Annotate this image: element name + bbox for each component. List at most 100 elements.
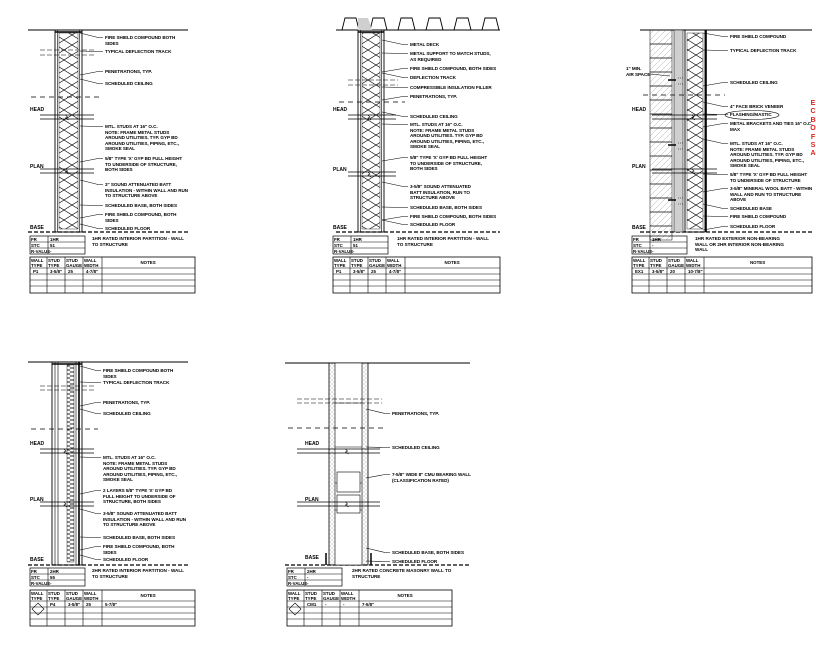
annotation-label: 3-5/8" SOUND ATTENUATED BATT INSULATION … (103, 511, 187, 528)
leader-line (79, 125, 103, 127)
leader-line (79, 204, 103, 206)
leader-line (79, 32, 103, 38)
annotation-label: PENETRATIONS, TYP. (392, 411, 439, 416)
notes-table (29, 589, 196, 627)
info-table (286, 567, 343, 587)
notes-table-cell: 3-5/8" (68, 601, 81, 607)
brick-course (649, 29, 673, 45)
annotation-label: SCHEDULED CEILING (105, 81, 153, 86)
stud-wall (684, 29, 706, 233)
annotation-label: SCHEDULED BASE, BOTH SIDES (105, 203, 177, 208)
leader-line (381, 181, 408, 187)
annotation-label: METAL BRACKETS AND TIES 16" O.C. MAX (730, 121, 813, 132)
break-symbol (63, 501, 68, 508)
annotation-label: DEFLECTION TRACK (410, 75, 456, 80)
notes-table-header: WALL TYPE (334, 257, 347, 268)
notes-table-cell: P1 (33, 268, 39, 274)
annotation-label: 3-5/8" MINERAL WOOL BATT - WITHIN WALL A… (730, 186, 813, 203)
leader-line (381, 123, 408, 125)
info-table (29, 567, 86, 587)
leader-line (381, 72, 408, 78)
info-value: - (307, 574, 309, 580)
notes-table-header: WALL TYPE (633, 257, 646, 268)
info-value: - (652, 242, 654, 248)
wall-type-description: 1HR RATED INTERIOR PARTITION - WALL TO S… (397, 236, 489, 247)
side-note-letter: O (810, 125, 816, 133)
break-symbol (344, 448, 349, 455)
notes-table-cell: 25 (371, 268, 376, 274)
notes-table-cell: 4-7/8" (86, 268, 99, 274)
leader-line (79, 381, 101, 383)
annotation-label: MTL. STUDS AT 16" O.C. NOTE: FRAME METAL… (410, 122, 484, 150)
leader-line (365, 474, 390, 479)
leader-line (381, 39, 408, 45)
leader-line (79, 490, 101, 495)
annotation-label: COMPRESSIBLE INSULATION FILLER (410, 85, 492, 90)
leader-line (365, 547, 390, 553)
leader-line (79, 408, 101, 414)
deck-infill (358, 18, 372, 30)
info-key: STC (31, 574, 40, 580)
leader-line (702, 203, 728, 209)
info-value: - (50, 248, 52, 254)
notes-table-cell: - (343, 601, 345, 607)
info-value: - (50, 580, 52, 586)
notes-table-cell: 3-5/8" (353, 268, 366, 274)
annotation-label: 5/8" TYPE 'X' GYP BD FULL HEIGHT TO UNDE… (410, 155, 488, 172)
brick-course (649, 225, 673, 241)
break-symbol (64, 114, 69, 121)
break-symbol (64, 168, 69, 175)
notes-table-header: WALL TYPE (288, 590, 301, 601)
leader-line (79, 508, 101, 514)
annotation-label: PENETRATIONS, TYP. (105, 69, 152, 74)
side-note-letter: F (810, 133, 816, 141)
notes-table-cell: 20 (670, 268, 675, 274)
notes-table-header: WALL WIDTH (341, 590, 356, 601)
notes-table (29, 256, 196, 294)
brick-course (649, 57, 673, 73)
annotation-label: SCHEDULED FLOOR (730, 224, 776, 229)
info-key: R-VALUE (31, 248, 51, 254)
notes-table-header: STUD GAUGE (668, 257, 685, 268)
notes-table-header: WALL TYPE (31, 257, 44, 268)
leader-line (702, 138, 728, 144)
info-key: FR (31, 236, 37, 242)
info-key: FR (31, 568, 37, 574)
annotation-label: PENETRATIONS, TYP. (103, 400, 150, 405)
brick-course (649, 85, 673, 101)
notes-table-header: STUD GAUGE (66, 257, 83, 268)
info-value: 2HR (307, 568, 316, 574)
annotation-label: SCHEDULED FLOOR (103, 557, 149, 562)
annotation-label: SCHEDULED BASE (730, 206, 772, 211)
leader-line (381, 86, 408, 88)
annotation-label: MTL. STUDS AT 16" O.C. NOTE: FRAME METAL… (103, 455, 177, 483)
notes-table-cell: CM1 (307, 601, 317, 607)
batt-insulation (686, 32, 704, 230)
notes-table-header: STUD GAUGE (323, 590, 340, 601)
notes-table-header: WALL WIDTH (84, 590, 99, 601)
notes-table-header: STUD GAUGE (369, 257, 386, 268)
annotation-label: 3-5/8" SOUND ATTENUATED BATT INSULATION,… (410, 184, 471, 201)
info-table (29, 235, 86, 255)
annotation-label: SCHEDULED CEILING (103, 411, 151, 416)
annotation-label: 3" SOUND ATTENUATED BATT INSULATION - WI… (105, 182, 189, 199)
level-head: HEAD (305, 441, 320, 447)
leader-line (79, 214, 103, 219)
wall-outline (51, 361, 83, 566)
annotation-label: FLASHING/MASTIC (730, 112, 772, 117)
info-key: R-VALUE (334, 248, 354, 254)
annotation-label: FIRE SHIELD COMPOUND, BOTH SIDES (103, 544, 175, 555)
info-key: STC (288, 574, 297, 580)
wall-outline (54, 29, 83, 233)
brick-course (649, 141, 673, 157)
notes-table-header: NOTES (444, 260, 460, 265)
leader-line (702, 101, 728, 107)
annotation-label: PENETRATIONS, TYP. (410, 94, 457, 99)
wall-type-description: 1HR RATED INTERIOR PARTITION - WALL TO S… (92, 236, 184, 247)
annotation-label: FIRE SHIELD COMPOUND, BOTH SIDES (105, 212, 177, 223)
break-symbol (344, 501, 349, 508)
notes-table-cell: 4-7/8" (389, 268, 402, 274)
level-plan: PLAN (30, 497, 44, 503)
brick-course (649, 99, 673, 115)
